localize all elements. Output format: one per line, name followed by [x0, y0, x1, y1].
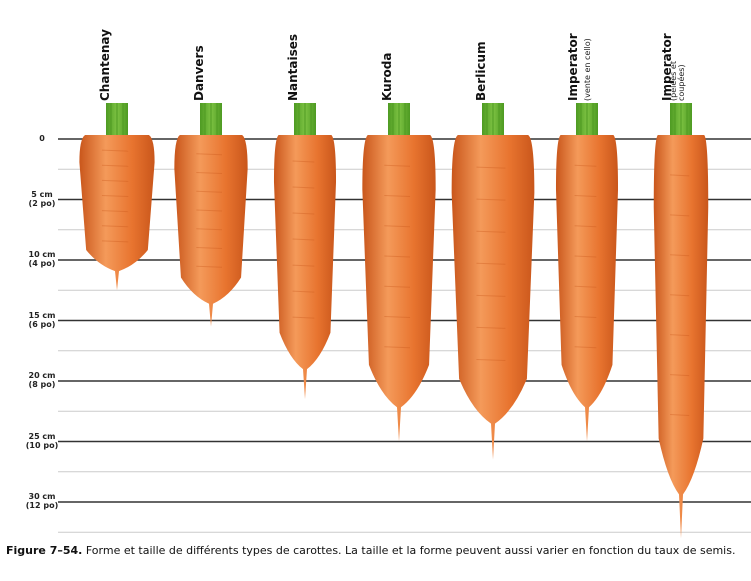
caption-number: Figure 7–54.	[6, 544, 82, 557]
scale-label: 15 cm(6 po)	[20, 311, 64, 329]
variety-label: Kuroda	[381, 53, 393, 101]
scale-label-cm: 25 cm	[20, 432, 64, 441]
caption-text: Forme et taille de différents types de c…	[82, 544, 735, 557]
carrot-root	[274, 135, 336, 399]
carrot-root	[556, 135, 618, 442]
scale-label-cm: 30 cm	[20, 492, 64, 501]
scale-label-inches: (6 po)	[20, 320, 64, 329]
scale-label: 5 cm(2 po)	[20, 190, 64, 208]
scale-label: 25 cm(10 po)	[20, 432, 64, 450]
scale-label-cm: 10 cm	[20, 250, 64, 259]
scale-label: 30 cm(12 po)	[20, 492, 64, 510]
scale-label: 20 cm(8 po)	[20, 371, 64, 389]
carrot-root	[79, 135, 154, 290]
variety-label: Danvers	[193, 45, 205, 101]
carrot-root	[174, 135, 247, 327]
scale-label-cm: 5 cm	[20, 190, 64, 199]
scale-label-inches: (2 po)	[20, 199, 64, 208]
scale-label: 10 cm(4 po)	[20, 250, 64, 268]
carrot-root	[362, 135, 435, 442]
scale-label-cm: 15 cm	[20, 311, 64, 320]
variety-label: Imperator	[567, 33, 579, 101]
figure-caption: Figure 7–54. Forme et taille de différen…	[6, 543, 746, 558]
variety-note: (vente en cello)	[584, 38, 592, 101]
scale-label-inches: (12 po)	[20, 501, 64, 510]
variety-label: Berlicum	[475, 41, 487, 101]
scale-label-cm: 0	[20, 134, 64, 143]
scale-label-cm: 20 cm	[20, 371, 64, 380]
carrot-root	[654, 135, 709, 538]
scale-label-inches: (8 po)	[20, 380, 64, 389]
variety-label: Chantenay	[99, 29, 111, 101]
scale-label: 0	[20, 134, 64, 143]
carrot-diagram	[0, 0, 751, 540]
scale-label-inches: (10 po)	[20, 441, 64, 450]
scale-label-inches: (4 po)	[20, 259, 64, 268]
variety-note: (pelées et coupées)	[670, 35, 686, 101]
variety-label: Nantaises	[287, 34, 299, 101]
